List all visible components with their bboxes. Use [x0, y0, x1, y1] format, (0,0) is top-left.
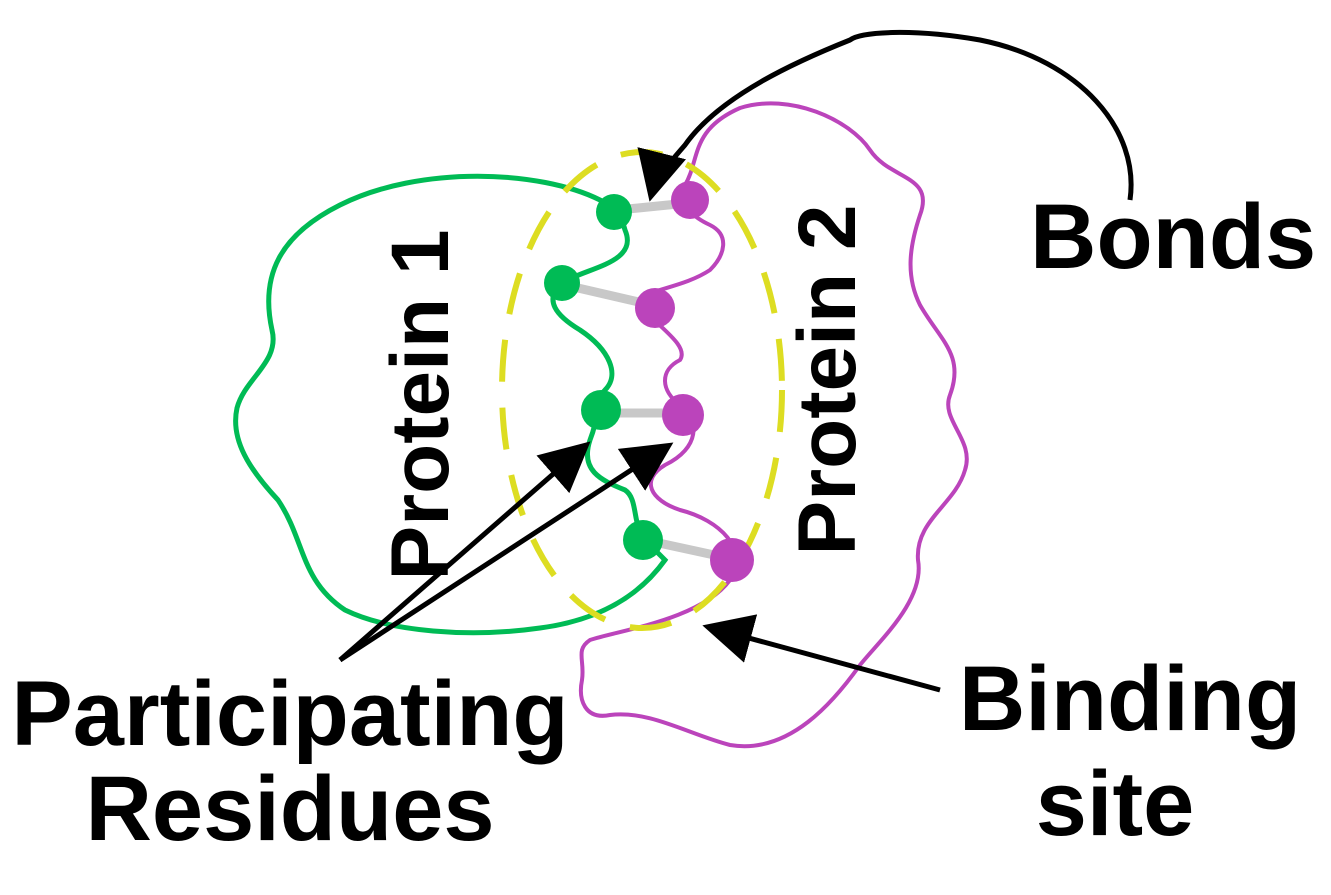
protein-1-residue [623, 520, 663, 560]
binding-site-label-line1: Binding [959, 648, 1301, 750]
protein-1-residue [581, 390, 621, 430]
protein-2-residue [635, 288, 675, 328]
protein-1-outline [233, 173, 669, 636]
protein-2-residue [671, 181, 709, 219]
protein-2-residue [662, 394, 704, 436]
participating-arrow-1 [338, 441, 591, 662]
bonds-group [560, 198, 733, 563]
protein-2-residue [710, 538, 754, 582]
protein-1-residues [544, 194, 663, 560]
participating-label-line2: Residues [85, 758, 494, 860]
bonds-arrow [637, 29, 1134, 202]
protein-1-label: Protein 1 [375, 230, 466, 581]
protein-1-residue [544, 265, 580, 301]
protein-2-outline [579, 101, 969, 749]
protein-2-label: Protein 2 [782, 205, 873, 556]
binding-site-arrow [702, 614, 941, 693]
binding-site-label-line2: site [1036, 753, 1195, 855]
protein-1-residue [596, 194, 632, 230]
bonds-label: Bonds [1030, 186, 1316, 288]
protein-2-residues [635, 181, 754, 582]
participating-arrow-2 [338, 442, 674, 663]
participating-label-line1: Participating [11, 663, 568, 765]
